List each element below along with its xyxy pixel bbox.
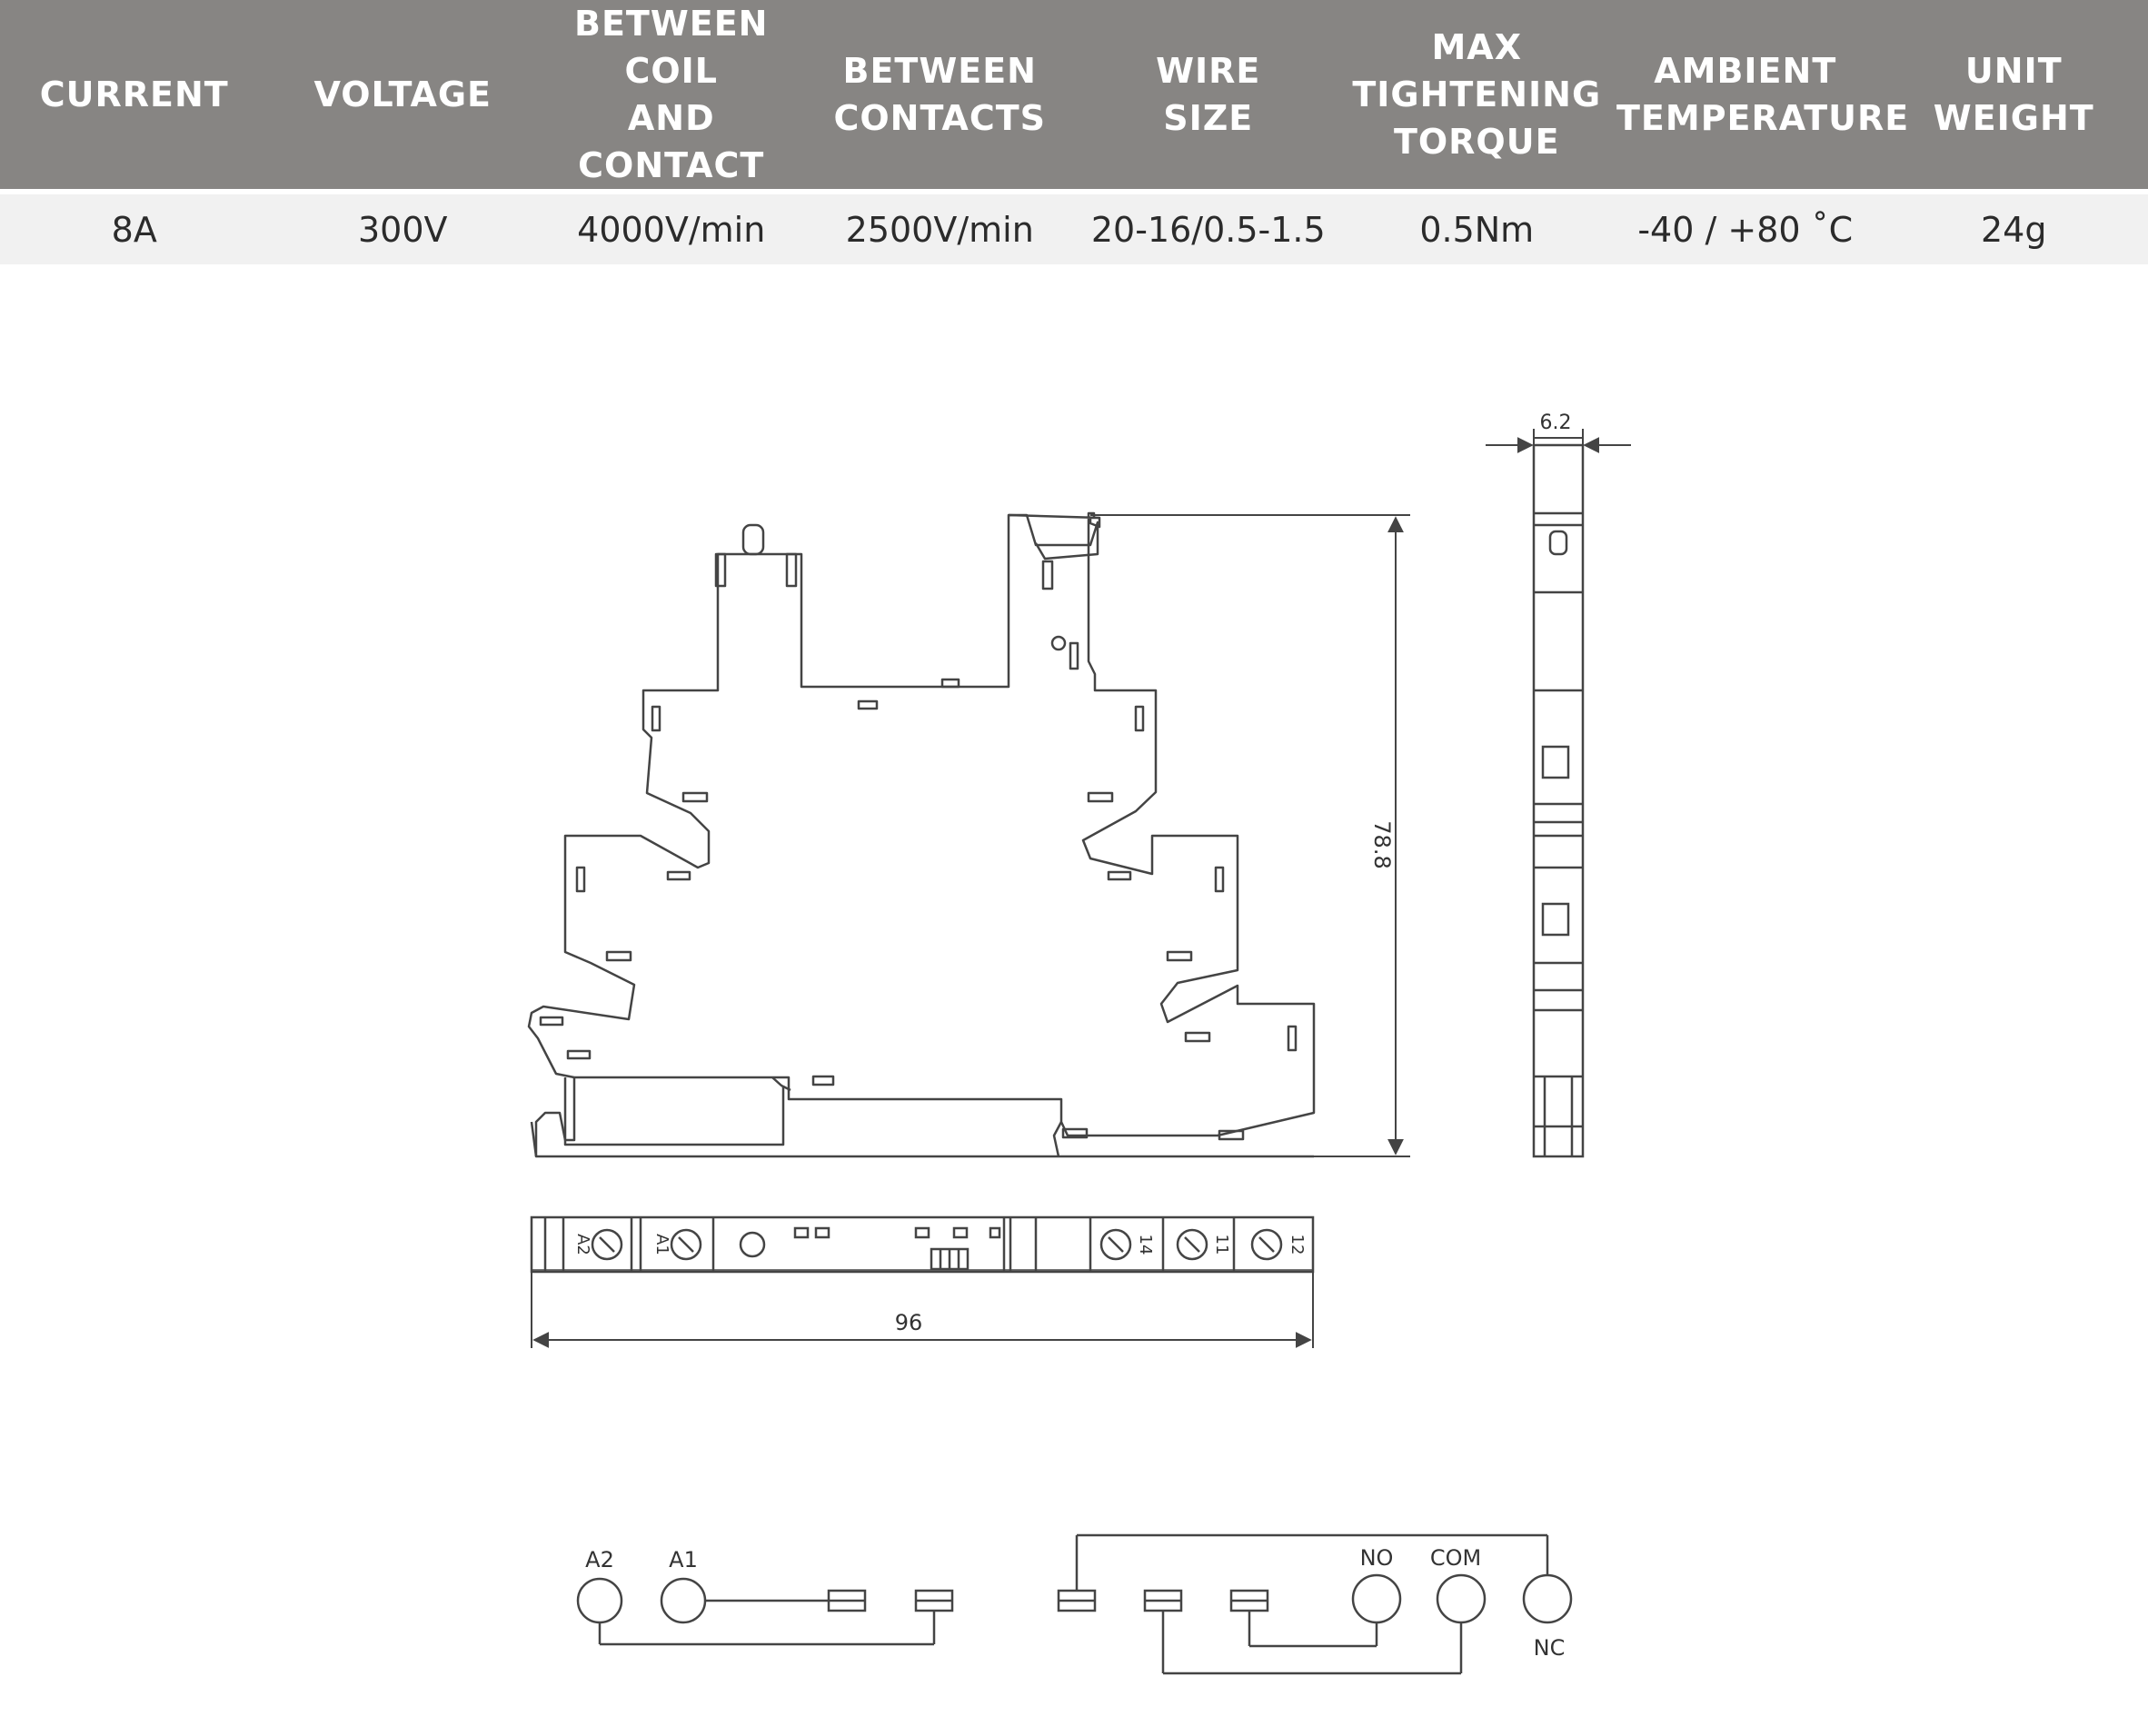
screw-a1-icon (670, 1228, 702, 1261)
spec-header-row: CURRENT VOLTAGE BETWEEN COIL AND CONTACT… (0, 0, 2148, 192)
header-unit-weight: UNIT WEIGHT (1879, 0, 2148, 192)
height-dimension (1090, 514, 1410, 1157)
screw-14-icon (1099, 1228, 1132, 1261)
header-wire-size: WIRE SIZE (1074, 0, 1343, 192)
value-between-coil-and-contact: 4000V/min (537, 189, 806, 264)
wiring-label-com: COM (1430, 1545, 1481, 1571)
value-ambient-temperature: -40 / +80 ˚C (1611, 189, 1880, 264)
front-view (530, 1215, 1315, 1274)
front-label-a2: A2 (573, 1234, 592, 1255)
screw-12-icon (1250, 1228, 1283, 1261)
front-label-a1: A1 (652, 1234, 671, 1255)
header-between-coil-and-contact: BETWEEN COIL AND CONTACT (537, 0, 806, 192)
terminal-com-icon (1436, 1573, 1487, 1624)
wiring-label-no: NO (1360, 1545, 1394, 1571)
value-max-tightening-torque: 0.5Nm (1342, 189, 1611, 264)
wiring-label-a2: A2 (585, 1547, 614, 1572)
front-label-11: 11 (1212, 1235, 1231, 1255)
header-between-contacts: BETWEEN CONTACTS (805, 0, 1074, 192)
header-max-tightening-torque: MAX TIGHTENING TORQUE (1342, 0, 1611, 192)
header-voltage: VOLTAGE (268, 0, 537, 192)
terminal-a2-icon (576, 1577, 623, 1624)
header-current: CURRENT (0, 0, 269, 192)
spec-value-row: 8A 300V 4000V/min 2500V/min 20-16/0.5-1.… (0, 189, 2148, 264)
width-dimension-label: 6.2 (1540, 412, 1572, 434)
screw-a2-icon (591, 1228, 623, 1261)
wiring-label-a1: A1 (669, 1547, 698, 1572)
terminal-nc-icon (1522, 1573, 1573, 1624)
length-dimension (531, 1272, 1314, 1348)
side-view-outline (527, 511, 1316, 1156)
value-wire-size: 20-16/0.5-1.5 (1074, 189, 1343, 264)
front-label-12: 12 (1288, 1235, 1307, 1255)
screw-11-icon (1176, 1228, 1208, 1261)
terminal-no-icon (1351, 1573, 1402, 1624)
width-dimension (1486, 429, 1631, 454)
wiring-label-nc: NC (1534, 1635, 1566, 1661)
value-current: 8A (0, 189, 269, 264)
value-voltage: 300V (268, 189, 537, 264)
spec-table: CURRENT VOLTAGE BETWEEN COIL AND CONTACT… (0, 0, 2148, 264)
terminal-a1-icon (660, 1577, 707, 1624)
side-view (527, 511, 1316, 1158)
wiring-diagram (576, 1533, 1573, 1675)
height-dimension-label: 78.8 (1369, 820, 1395, 868)
header-ambient-temperature: AMBIENT TEMPERATURE (1611, 0, 1908, 192)
end-view (1532, 443, 1585, 1158)
value-unit-weight: 24g (1879, 189, 2148, 264)
led-window-icon (739, 1231, 766, 1258)
front-label-14: 14 (1136, 1235, 1155, 1255)
length-dimension-label: 96 (895, 1310, 923, 1335)
value-between-contacts: 2500V/min (805, 189, 1074, 264)
